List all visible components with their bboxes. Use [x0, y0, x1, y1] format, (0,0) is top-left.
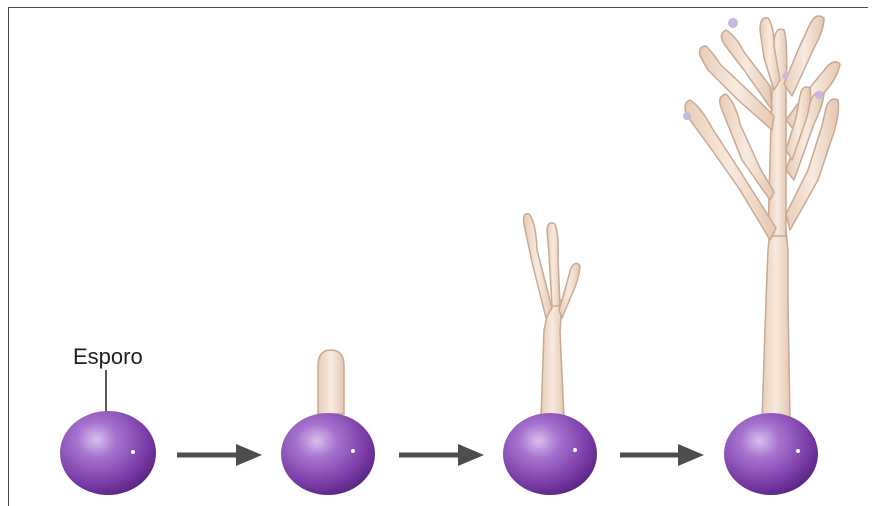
spore-3-highlight: [573, 448, 577, 452]
spore-label: Esporo: [73, 344, 143, 369]
arrow-3: [620, 444, 704, 466]
branching-hypha: [524, 214, 580, 418]
spore-1-highlight: [131, 450, 135, 454]
spore-2: [281, 413, 375, 495]
stage-1-spore: Esporo: [60, 344, 156, 495]
spore-1: [60, 411, 156, 495]
spore-3: [503, 413, 597, 495]
spore-2-highlight: [351, 449, 355, 453]
arrow-2: [399, 444, 484, 466]
stage-4-mycelium: [683, 16, 840, 495]
germ-tube: [318, 350, 344, 414]
mycelium: [685, 16, 840, 420]
arrow-1: [177, 444, 262, 466]
spore-4: [724, 413, 818, 495]
spore-4-highlight: [796, 449, 800, 453]
stage-2-germ-tube: [281, 350, 375, 495]
stage-3-branching-hypha: [503, 214, 597, 495]
